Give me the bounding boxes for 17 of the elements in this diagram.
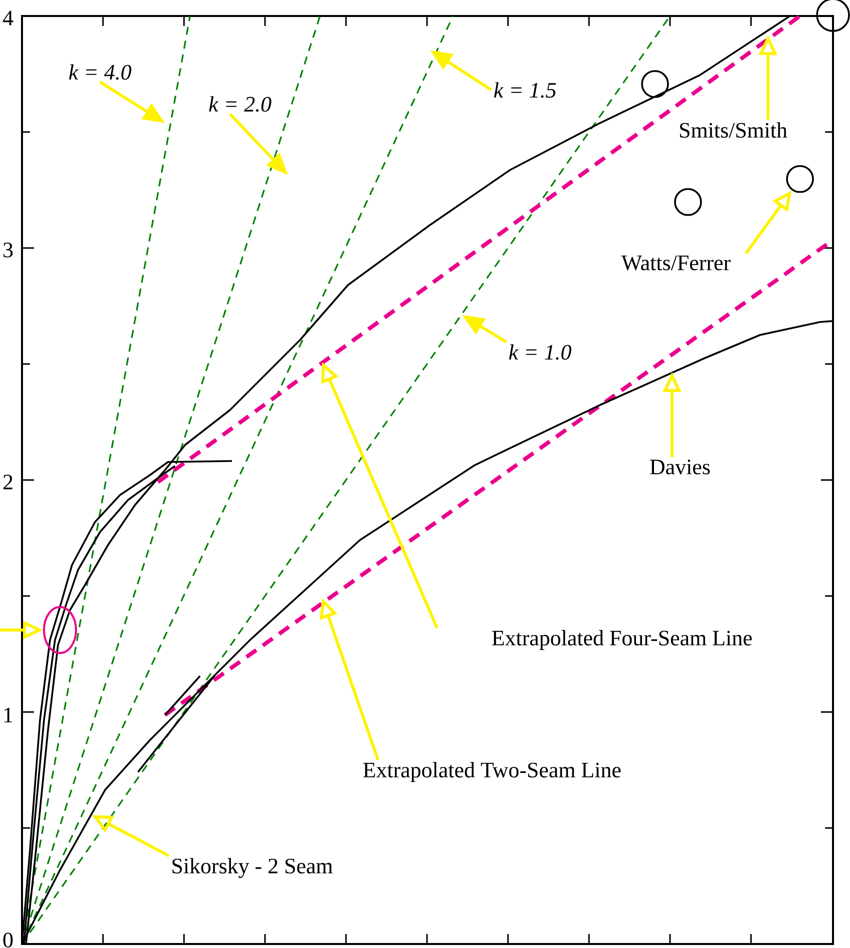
axis-tick-label: 1 <box>4 708 12 722</box>
data-point-circle <box>786 165 814 193</box>
annotation-label: Smits/Smith <box>680 122 788 138</box>
annotation-label: k = 2.0 <box>209 96 272 112</box>
annotation-label: Davies <box>650 460 710 474</box>
axis-tick-label: 2 <box>3 474 12 490</box>
annotation-label: k = 4.0 <box>69 64 132 80</box>
axis-tick-label: 0 <box>3 932 13 948</box>
axis-tick-label: 3 <box>4 242 13 258</box>
annotation-label: Extrapolated Two-Seam Line <box>363 762 621 782</box>
marker-ellipse <box>43 606 77 654</box>
annotation-label: Watts/Ferrer <box>621 256 731 270</box>
annotation-label: Sikorsky - 2 Seam <box>172 858 333 878</box>
annotation-label: k = 1.5 <box>494 82 556 98</box>
annotation-label: k = 1.0 <box>509 344 572 360</box>
axis-tick-label: 4 <box>2 10 14 26</box>
annotation-label: Extrapolated Four-Seam Line <box>492 630 752 650</box>
